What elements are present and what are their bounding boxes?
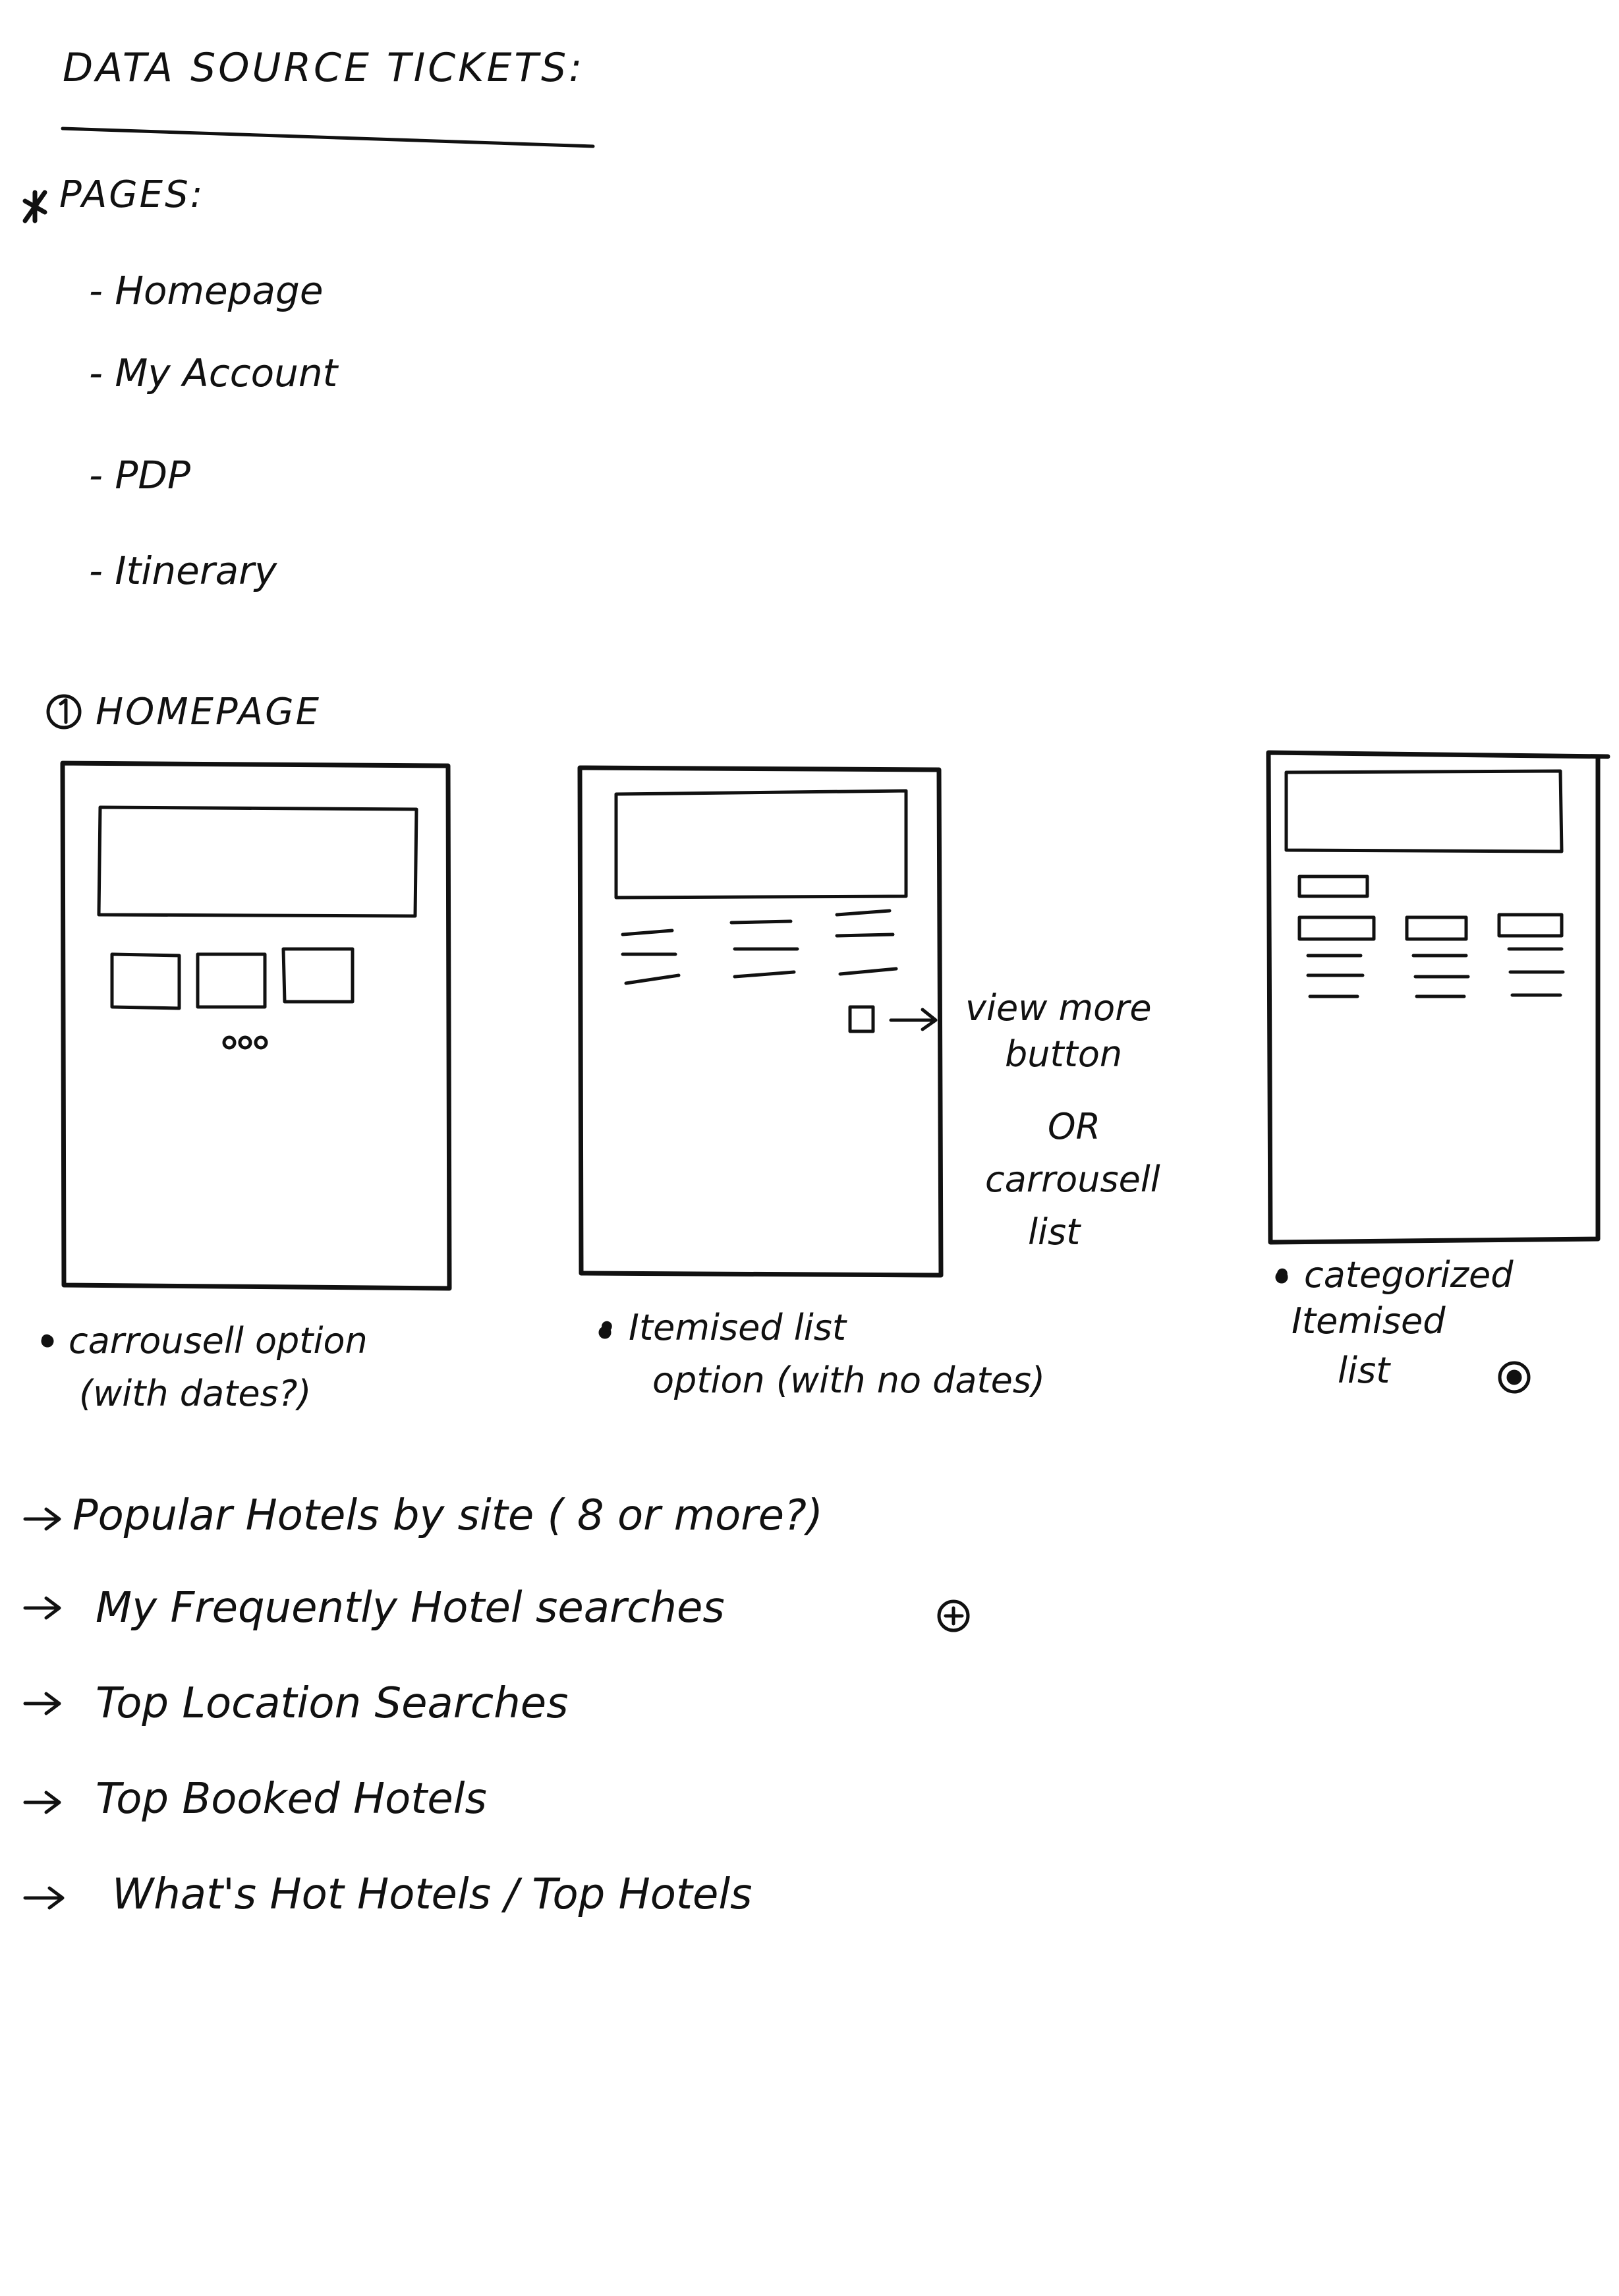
arrow-bullets xyxy=(23,1507,65,1910)
page-item-my-account: - My Account xyxy=(89,351,338,395)
wireframe-categorized-list xyxy=(1266,750,1610,1245)
wireframe-carousel xyxy=(60,761,452,1291)
circled-one-icon xyxy=(46,694,82,730)
section-heading-homepage: HOMEPAGE xyxy=(96,691,321,733)
data-source-item: Popular Hotels by site ( 8 or more?) xyxy=(72,1491,823,1540)
page-item-pdp: - PDP xyxy=(89,453,190,498)
caption-carousel-1: • carrousell option xyxy=(36,1320,368,1362)
bullet-dot xyxy=(598,1326,611,1339)
data-source-item: My Frequently Hotel searches xyxy=(96,1584,725,1632)
flag-icon xyxy=(937,1599,970,1632)
caption-carousel-2: (with dates?) xyxy=(79,1373,312,1414)
wireframe-itemised-list xyxy=(577,765,944,1278)
title-underline xyxy=(61,127,595,148)
page-item-itinerary: - Itinerary xyxy=(89,548,277,593)
annotation-line-2: button xyxy=(1005,1033,1123,1075)
data-source-item: Top Booked Hotels xyxy=(96,1775,487,1823)
asterisk-icon xyxy=(22,190,47,223)
flag-icon xyxy=(1498,1361,1531,1394)
caption-categorized-2: Itemised xyxy=(1292,1300,1446,1342)
annotation-line-1: view more xyxy=(965,987,1152,1029)
annotation-line-3: OR xyxy=(1048,1106,1101,1147)
data-source-item: Top Location Searches xyxy=(96,1679,569,1728)
bullet-dot xyxy=(1275,1271,1288,1284)
caption-categorized-1: • categorized xyxy=(1272,1254,1514,1296)
bullet-dot xyxy=(41,1335,54,1348)
page-item-homepage: - Homepage xyxy=(89,268,324,313)
data-source-item: What's Hot Hotels / Top Hotels xyxy=(112,1870,753,1919)
annotation-line-5: list xyxy=(1028,1211,1081,1253)
page-title: DATA SOURCE TICKETS: xyxy=(63,45,585,91)
caption-itemised-2: option (with no dates) xyxy=(652,1360,1046,1401)
caption-categorized-3: list xyxy=(1338,1350,1390,1391)
pages-heading: PAGES: xyxy=(59,173,205,216)
annotation-line-4: carrousell xyxy=(985,1159,1160,1200)
caption-itemised-1: • Itemised list xyxy=(596,1307,847,1348)
